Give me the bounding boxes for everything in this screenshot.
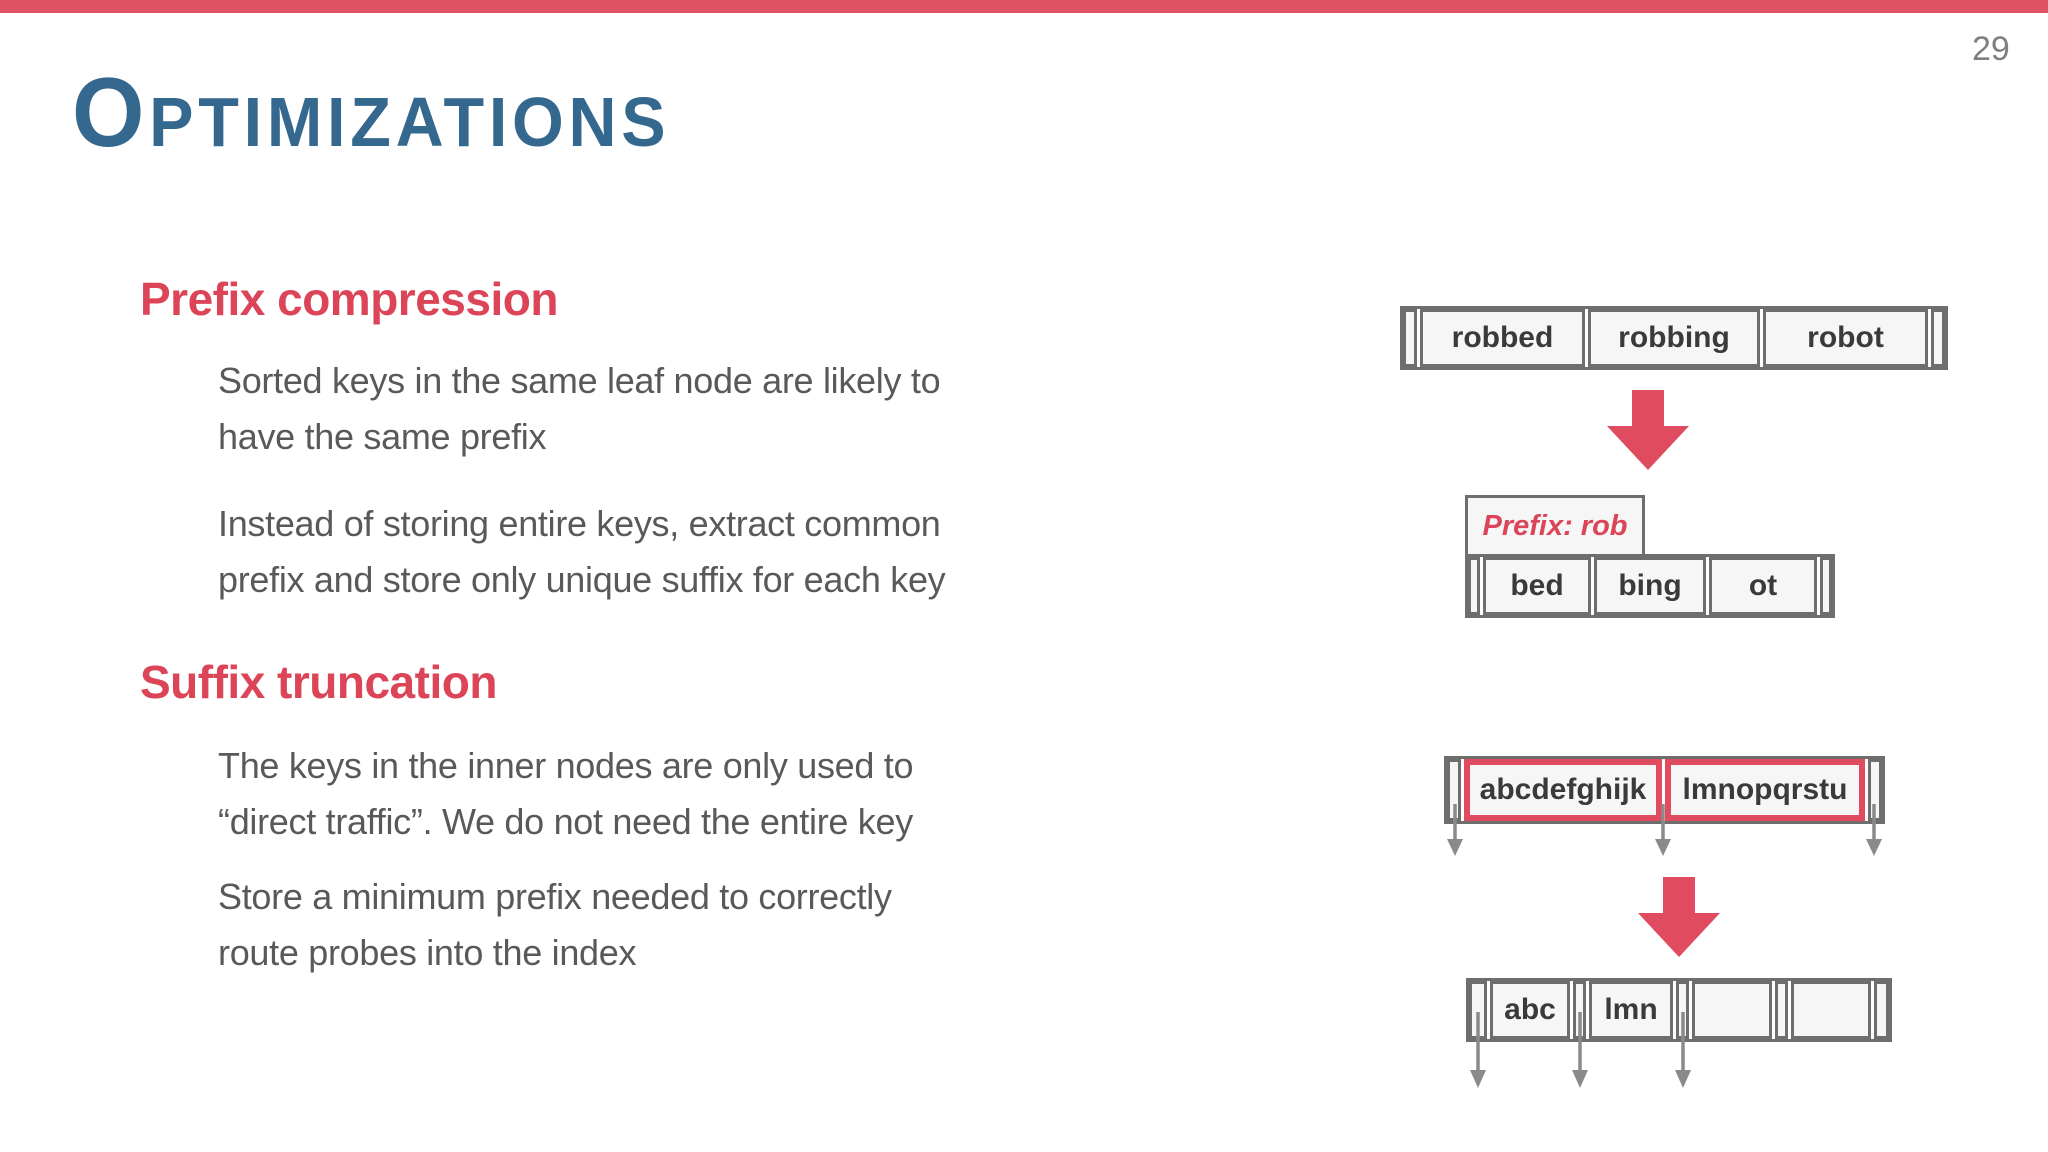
body-line: have the same prefix [218, 416, 547, 457]
pointer-down-arrow-icon [1675, 1012, 1691, 1088]
pointer-down-arrow-icon [1655, 804, 1671, 856]
key-cell-lmn: lmn [1589, 981, 1673, 1039]
inner-node-full-keys: abcdefghijk lmnopqrstu [1444, 756, 1885, 824]
empty-key-cell [1791, 981, 1871, 1039]
empty-slot [1820, 557, 1832, 615]
body-line: Instead of storing entire keys, extract … [218, 503, 941, 544]
leaf-node-full-keys: robbed robbing robot [1400, 306, 1948, 370]
section-heading-prefix-compression: Prefix compression [140, 273, 558, 325]
slide-title: Optimizations [72, 57, 671, 167]
empty-slot [1468, 557, 1480, 615]
leaf-node-suffixes: bed bing ot [1465, 554, 1835, 618]
pointer-down-arrow-icon [1470, 1012, 1486, 1088]
empty-slot [1403, 309, 1417, 367]
empty-key-cell [1692, 981, 1772, 1039]
body-line: “direct traffic”. We do not need the ent… [218, 801, 913, 842]
down-block-arrow-icon [1638, 877, 1720, 957]
body-line: route probes into the index [218, 932, 637, 973]
prefix-label-box: Prefix: rob [1465, 495, 1645, 557]
section-heading-suffix-truncation: Suffix truncation [140, 656, 497, 708]
key-cell-robbed: robbed [1420, 309, 1585, 367]
empty-slot [1775, 981, 1788, 1039]
progress-bar [0, 0, 2048, 13]
empty-slot [1931, 309, 1945, 367]
key-cell-bed: bed [1483, 557, 1591, 615]
body-line: Sorted keys in the same leaf node are li… [218, 360, 941, 401]
key-cell-robbing: robbing [1588, 309, 1760, 367]
pointer-down-arrow-icon [1866, 804, 1882, 856]
down-block-arrow-icon [1607, 390, 1689, 470]
key-cell-abc: abc [1490, 981, 1570, 1039]
body-line: Store a minimum prefix needed to correct… [218, 876, 892, 917]
inner-node-truncated-keys: abc lmn [1466, 978, 1892, 1042]
key-cell-ot: ot [1709, 557, 1817, 615]
pointer-down-arrow-icon [1572, 1012, 1588, 1088]
key-cell-lmnopqrstu: lmnopqrstu [1665, 759, 1865, 821]
key-cell-bing: bing [1594, 557, 1706, 615]
pointer-down-arrow-icon [1447, 804, 1463, 856]
key-cell-robot: robot [1763, 309, 1928, 367]
empty-slot [1874, 981, 1889, 1039]
body-line: The keys in the inner nodes are only use… [218, 745, 914, 786]
body-line: prefix and store only unique suffix for … [218, 559, 946, 600]
key-cell-abcdefghijk: abcdefghijk [1464, 759, 1662, 821]
page-number: 29 [1972, 30, 2010, 68]
